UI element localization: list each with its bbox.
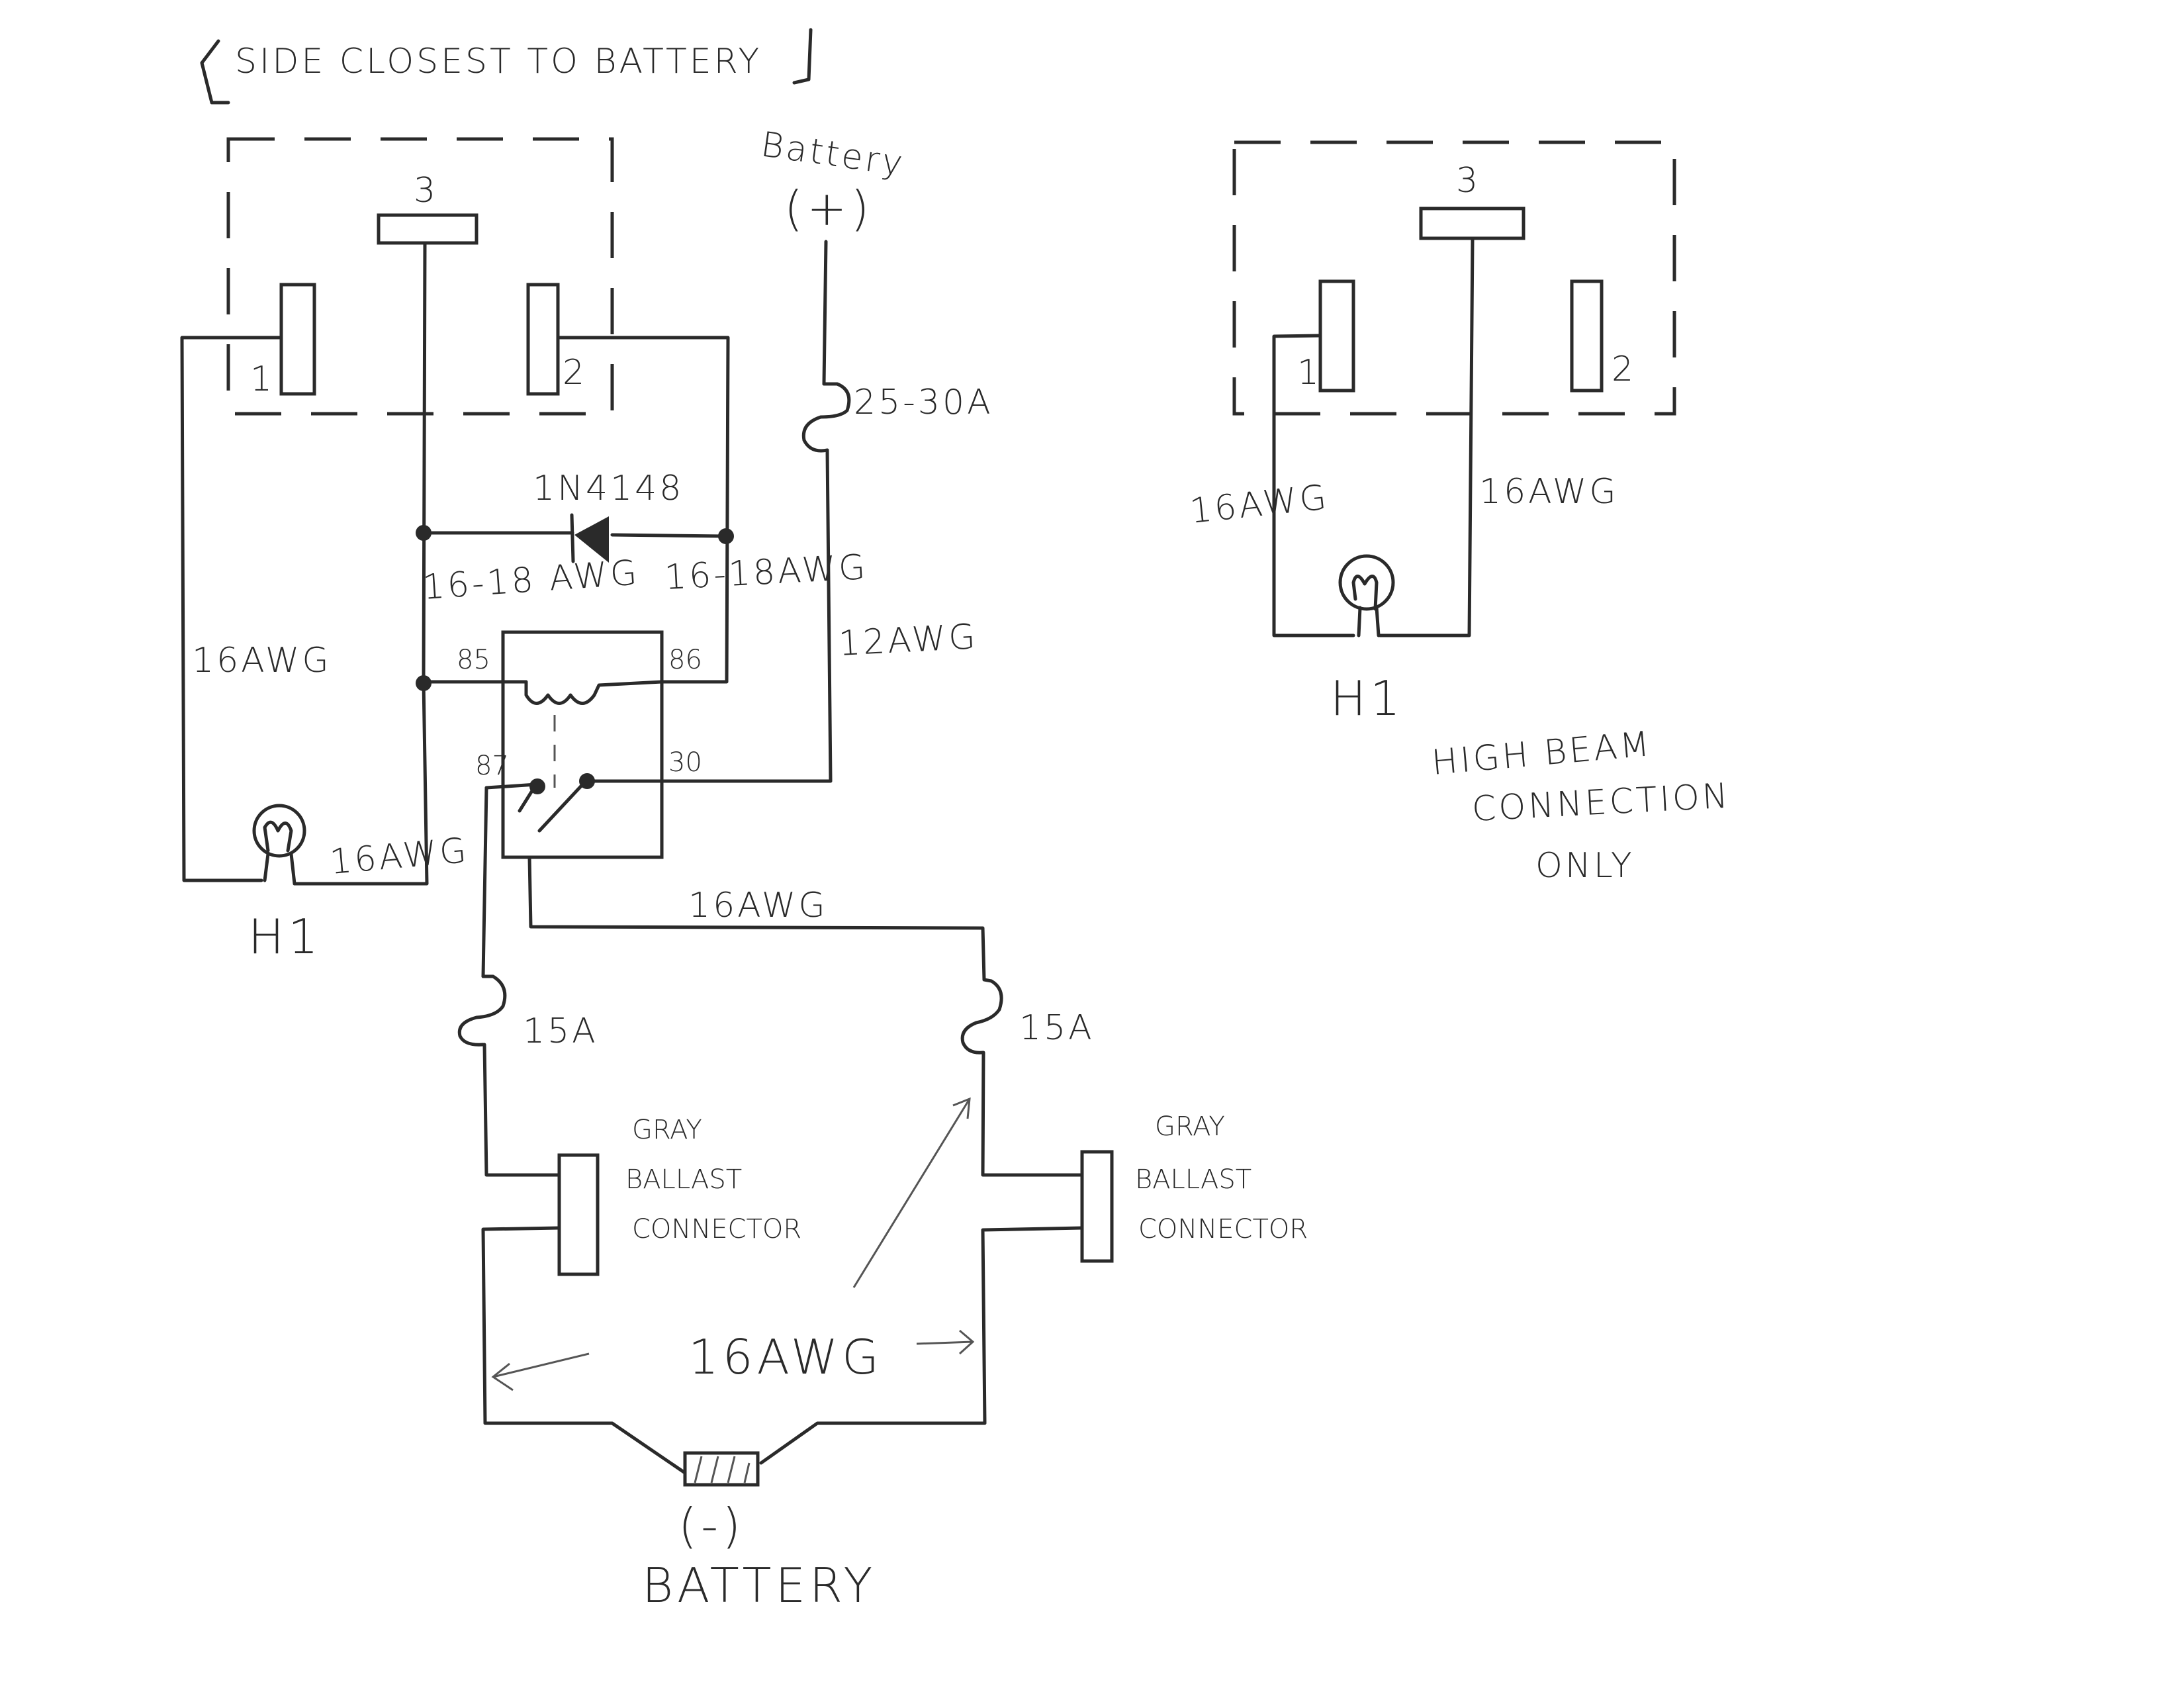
hb-pin2-terminal <box>1570 279 1604 393</box>
main-fuse-icon <box>801 382 851 453</box>
lamp-leads <box>263 852 296 886</box>
fuse-right-icon <box>960 978 1003 1055</box>
wire-87-left <box>481 786 488 978</box>
hb-note-line3: ONLY <box>1535 846 1635 886</box>
diode-label: 1N4148 <box>533 469 684 508</box>
battery-positive-symbol: (+) <box>784 181 874 236</box>
ballast-left: GRAY BALLAST CONNECTOR <box>557 1115 801 1276</box>
relay-pin-85: 85 <box>457 645 490 675</box>
hb-wire-pin3 <box>1378 238 1475 637</box>
relay-pin-87: 87 <box>475 751 509 781</box>
relay-contact-30-dot <box>579 773 595 789</box>
relay-body <box>501 630 664 859</box>
pin1-label: 1 <box>250 359 275 399</box>
main-fuse-label: 25-30A <box>854 383 993 422</box>
wire-label-ground: 16AWG <box>688 1329 883 1385</box>
annotation-arrow <box>852 1097 971 1288</box>
ballast-left-line1: GRAY <box>632 1115 702 1145</box>
wire-label-left-outer: 16AWG <box>192 641 332 680</box>
hb-note-line2: CONNECTION <box>1471 776 1732 829</box>
pin2-terminal <box>526 283 560 396</box>
title-bracket-left <box>200 39 230 105</box>
ballast-right-connector <box>1080 1150 1114 1263</box>
lamp-bulb-icon <box>252 804 306 858</box>
wire-lamp-return <box>293 680 429 886</box>
relay-pin-86: 86 <box>668 645 702 675</box>
hb-wire-pin1 <box>1272 334 1355 637</box>
hb-note-line1: HIGH BEAM <box>1430 724 1654 783</box>
ballast-left-connector <box>557 1153 600 1276</box>
dimension-arrow-right <box>916 1329 975 1355</box>
title-bracket-right <box>792 28 813 85</box>
wire-label-battery-feed: 12AWG <box>838 617 979 664</box>
pin2-label: 2 <box>563 353 587 393</box>
hb-connector-outline <box>1232 140 1676 416</box>
battery-negative-symbol: (-) <box>678 1498 745 1554</box>
relay-coil-icon <box>501 680 664 705</box>
wire-ballast-left-ground <box>481 1226 687 1475</box>
ground-loop: 16AWG <box>481 1226 1084 1475</box>
lamp-h1: H1 <box>248 804 322 964</box>
hb-pin1-terminal <box>1318 279 1355 393</box>
high-beam-diagram: 3 1 2 16AWG 16AWG H1 HIGH BEAM CONNECTIO… <box>1188 140 1732 886</box>
hb-wire-right-label: 16AWG <box>1479 472 1619 512</box>
pin3-label: 3 <box>414 171 438 211</box>
pin1-terminal <box>279 283 316 396</box>
hb-lamp-bulb-icon <box>1338 554 1395 611</box>
hb-lamp-leads <box>1357 606 1381 637</box>
junction-dot-left <box>416 525 432 541</box>
wire-label-right-coil: 16-18AWG <box>664 547 869 598</box>
ballast-left-line3: CONNECTOR <box>632 1214 801 1244</box>
diode: 1N4148 <box>416 469 734 691</box>
battery-terminal-hatch <box>694 1456 751 1483</box>
hb-pin2-label: 2 <box>1612 350 1636 389</box>
hb-pin3-terminal <box>1419 207 1525 240</box>
hb-lamp-label: H1 <box>1330 671 1404 726</box>
connector-wires <box>180 241 730 886</box>
wire-pin3-down <box>422 241 427 684</box>
junction-dot-85 <box>416 675 432 691</box>
wire-label-relay-output: 16AWG <box>688 886 828 925</box>
ballast-right-line3: CONNECTOR <box>1138 1214 1308 1244</box>
lamp-label: H1 <box>248 909 322 964</box>
battery-negative: (-) BATTERY <box>642 1451 876 1613</box>
ballast-left-line2: BALLAST <box>625 1164 742 1195</box>
hb-wire-left-label: 16AWG <box>1188 477 1331 532</box>
diode-triangle-icon <box>574 516 609 563</box>
wire-ballast-right-ground <box>759 1226 1084 1465</box>
main-connector: 3 1 2 <box>226 137 614 416</box>
junction-dot-right <box>718 528 734 544</box>
wire-battery-feed <box>660 240 833 783</box>
relay-output-wires: 15A 16AWG 15A <box>457 786 1095 1177</box>
hb-lamp-filament-icon <box>1351 575 1379 611</box>
relay-pin-30: 30 <box>668 747 702 778</box>
title-annotation: SIDE CLOSEST TO BATTERY <box>200 28 813 105</box>
ballast-right: GRAY BALLAST CONNECTOR <box>1080 1111 1308 1263</box>
wire-fuse-left-down <box>482 1043 561 1177</box>
battery-positive-label: Battery <box>758 124 907 184</box>
hb-pin3-label: 3 <box>1456 161 1480 201</box>
title-text: SIDE CLOSEST TO BATTERY <box>235 42 762 81</box>
lamp-filament-icon <box>263 820 293 853</box>
wire-fuse-right-down <box>981 1051 1084 1177</box>
wire-pin1-left <box>180 336 281 882</box>
wire-label-lamp-return: 16AWG <box>328 831 471 882</box>
ballast-right-line2: BALLAST <box>1135 1164 1251 1195</box>
connector-outline <box>226 137 614 416</box>
wire-pin2-right <box>558 336 730 684</box>
fuse-right-label: 15A <box>1019 1008 1095 1048</box>
relay-contact-87-dot <box>529 778 545 794</box>
diode-cathode-bar <box>570 513 575 563</box>
wire-relay-bottom-right <box>527 855 986 982</box>
hb-pin1-label: 1 <box>1297 353 1322 393</box>
wire-label-left-coil: 16-18 AWG <box>422 553 641 608</box>
fuse-left-icon <box>457 974 507 1047</box>
dimension-arrow-left <box>491 1352 590 1391</box>
pin3-terminal <box>377 213 478 245</box>
battery-negative-label: BATTERY <box>642 1558 876 1613</box>
ballast-right-line1: GRAY <box>1155 1111 1225 1142</box>
relay: 85 86 87 30 <box>457 630 702 859</box>
diode-wire <box>422 531 727 538</box>
fuse-left-label: 15A <box>523 1011 598 1051</box>
